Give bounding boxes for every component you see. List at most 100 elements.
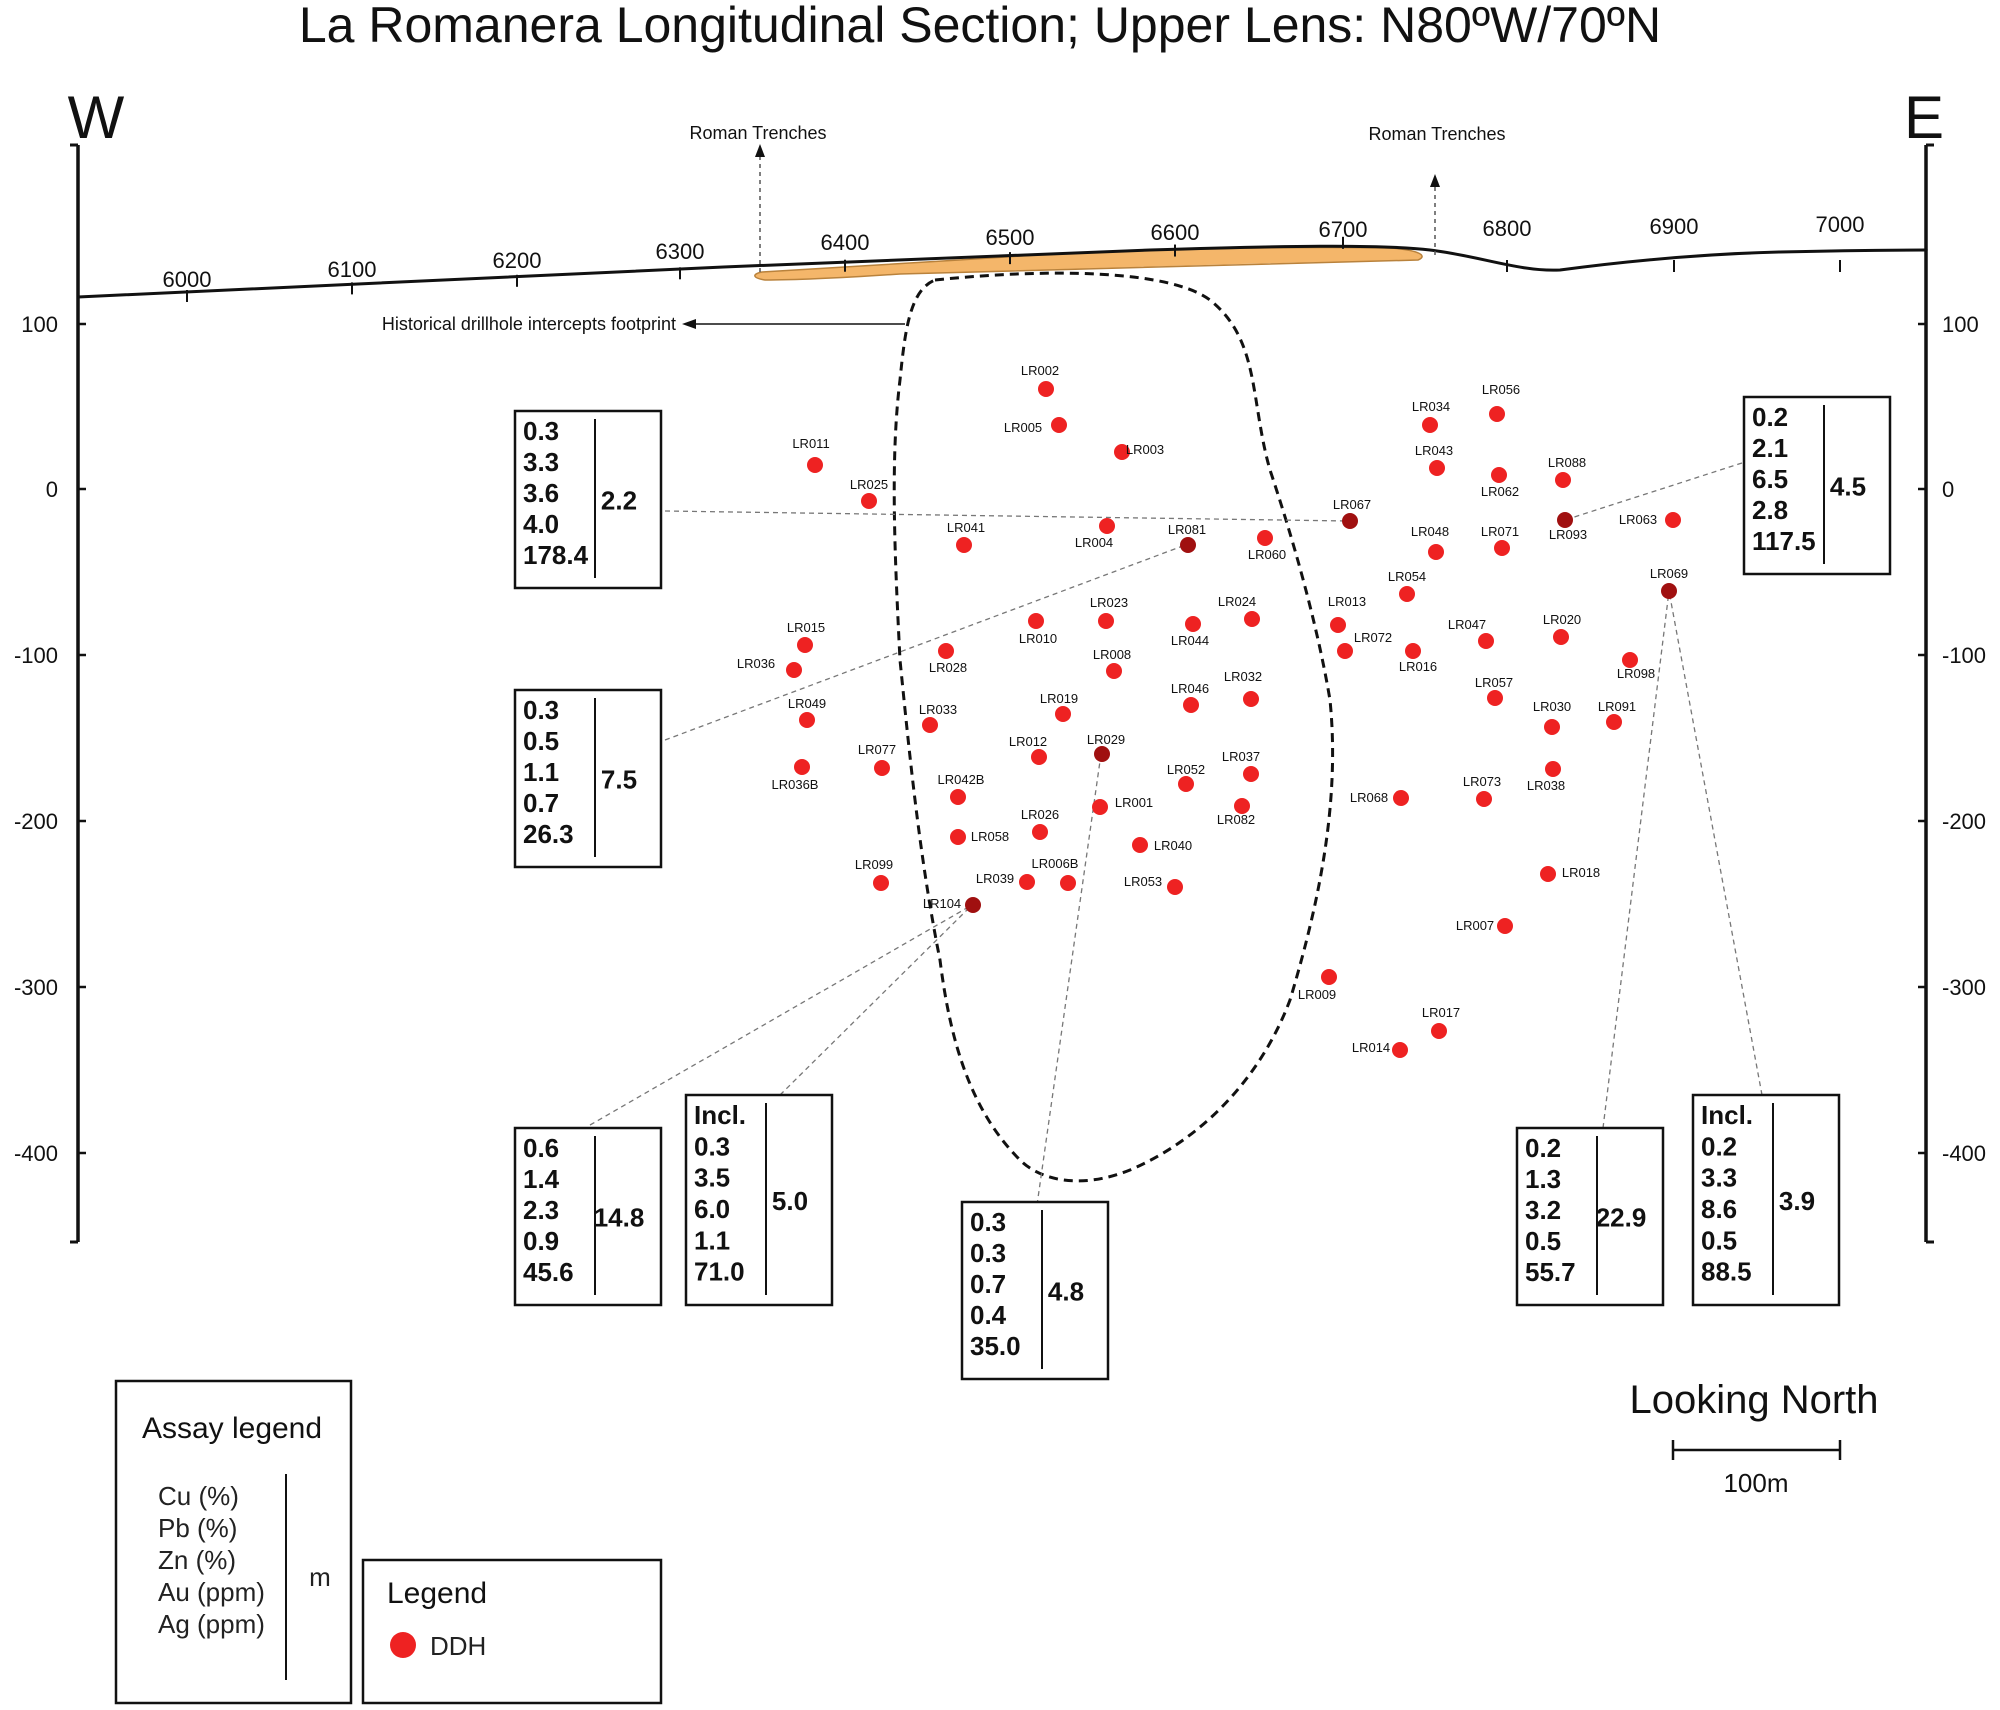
drillhole-label: LR009: [1298, 987, 1336, 1002]
assay-value: 3.3: [1701, 1163, 1737, 1193]
drillhole-marker: [1555, 472, 1571, 488]
drillhole-label: LR041: [947, 520, 985, 535]
drillhole-label: LR015: [787, 620, 825, 635]
drillhole-label: LR060: [1248, 547, 1286, 562]
drillhole-marker: [1321, 969, 1337, 985]
drillhole-label: LR054: [1388, 569, 1426, 584]
assay-value: 3.2: [1525, 1195, 1561, 1225]
drillhole-marker: [1431, 1023, 1447, 1039]
drillhole-marker: [950, 789, 966, 805]
drillhole-marker: [1167, 879, 1183, 895]
assay-value: 55.7: [1525, 1257, 1576, 1287]
drillhole-marker: [1544, 719, 1560, 735]
drillhole-label: LR081: [1168, 522, 1206, 537]
elevation-tick-left: -300: [14, 975, 58, 1000]
historical-footprint-outline: [892, 271, 1335, 1183]
east-label: E: [1904, 84, 1944, 151]
assay-legend-item: Au (ppm): [158, 1577, 265, 1607]
drillhole-marker: [1114, 444, 1130, 460]
drillhole-marker: [1019, 874, 1035, 890]
west-label: W: [68, 84, 125, 151]
assay-length: 14.8: [594, 1203, 645, 1233]
drillhole-label: LR036: [737, 656, 775, 671]
drillhole-marker: [1031, 749, 1047, 765]
assay-value: 0.3: [970, 1238, 1006, 1268]
drillhole-label: LR028: [929, 660, 967, 675]
drillhole-label: LR003: [1126, 442, 1164, 457]
drillhole-label: LR013: [1328, 594, 1366, 609]
drillhole-marker: [1489, 406, 1505, 422]
drillhole-marker: [1497, 918, 1513, 934]
drillhole-label: LR016: [1399, 659, 1437, 674]
drillhole-label: LR006B: [1032, 856, 1079, 871]
assay-value: 1.1: [523, 757, 559, 787]
drillhole-label: LR040: [1154, 838, 1192, 853]
drillhole-marker: [1132, 837, 1148, 853]
drillhole-label: LR073: [1463, 774, 1501, 789]
drillhole-marker: [938, 643, 954, 659]
drillhole-marker: [1422, 417, 1438, 433]
ground-surface: [77, 244, 1928, 299]
drillhole-marker: [922, 717, 938, 733]
drillhole-label: LR047: [1448, 617, 1486, 632]
assay-value: 45.6: [523, 1257, 574, 1287]
drillhole-label: LR030: [1533, 699, 1571, 714]
drillhole-label: LR034: [1412, 399, 1450, 414]
assay-value: 3.5: [694, 1163, 730, 1193]
assay-box: 0.61.42.30.945.614.8: [513, 1126, 663, 1307]
easting-tick-label: 6700: [1319, 217, 1368, 242]
scale-bar: [1671, 1440, 1842, 1460]
drillhole-marker: [1098, 613, 1114, 629]
drillhole-marker: [1476, 791, 1492, 807]
drillhole-label: LR063: [1619, 512, 1657, 527]
drillhole-label: LR001: [1115, 795, 1153, 810]
drillhole-label: LR007: [1456, 918, 1494, 933]
drillhole-marker: [1038, 381, 1054, 397]
drillhole-marker: [1557, 512, 1573, 528]
assay-value: 2.3: [523, 1195, 559, 1225]
assay-value: 0.3: [970, 1207, 1006, 1237]
assay-value: 8.6: [1701, 1194, 1737, 1224]
drillhole-label: LR023: [1090, 595, 1128, 610]
drillhole-marker: [794, 759, 810, 775]
elevation-tick-left: 0: [46, 477, 58, 502]
easting-tick-label: 6400: [821, 230, 870, 255]
easting-tick-label: 6500: [986, 225, 1035, 250]
drillhole-marker: [1243, 766, 1259, 782]
drillhole-label: LR019: [1040, 691, 1078, 706]
ddh-symbol-icon: [390, 1632, 416, 1658]
drillhole-label: LR069: [1650, 566, 1688, 581]
assay-legend-title: Assay legend: [142, 1412, 322, 1445]
drillhole-marker: [1178, 776, 1194, 792]
drillholes-layer: LR002LR005LR003LR011LR025LR041LR004LR081…: [737, 363, 1688, 1058]
assay-length: 2.2: [601, 486, 637, 516]
drillhole-marker: [1243, 691, 1259, 707]
assay-value: 3.3: [523, 447, 559, 477]
drillhole-marker: [1330, 617, 1346, 633]
assay-value: 0.9: [523, 1226, 559, 1256]
drillhole-marker: [861, 493, 877, 509]
elevation-tick-left: -400: [14, 1141, 58, 1166]
assay-value: 0.3: [523, 416, 559, 446]
drillhole-marker: [1106, 663, 1122, 679]
drillhole-label: LR091: [1598, 699, 1636, 714]
drillhole-label: LR068: [1350, 790, 1388, 805]
drillhole-label: LR025: [850, 477, 888, 492]
drillhole-label: LR053: [1124, 874, 1162, 889]
drillhole-label: LR052: [1167, 762, 1205, 777]
drillhole-label: LR029: [1087, 732, 1125, 747]
drillhole-marker: [1665, 512, 1681, 528]
assay-leaders: [589, 462, 1763, 1206]
easting-tick-label: 6300: [656, 239, 705, 264]
drillhole-marker: [1405, 643, 1421, 659]
assay-length: 22.9: [1596, 1203, 1647, 1233]
drillhole-marker: [1032, 824, 1048, 840]
drillhole-label: LR014: [1352, 1040, 1390, 1055]
assay-value: 1.1: [694, 1225, 730, 1255]
assay-box: 0.30.51.10.726.37.5: [513, 688, 663, 869]
drillhole-marker: [1244, 611, 1260, 627]
assay-value: 0.6: [523, 1133, 559, 1163]
roman-trenches-right-label: Roman Trenches: [1368, 124, 1505, 144]
